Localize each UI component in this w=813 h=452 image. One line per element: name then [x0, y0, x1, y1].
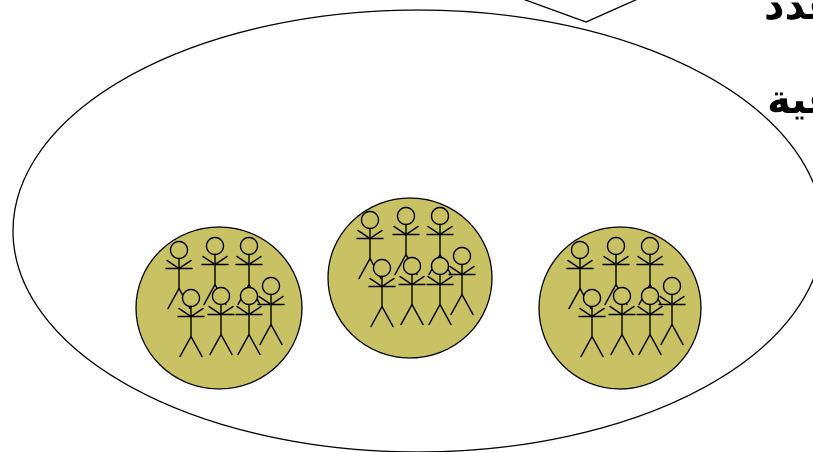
groups-layer: [136, 198, 701, 389]
callout-pointer: [520, 0, 640, 22]
text-line-2: عية: [767, 80, 813, 120]
group-center: [328, 198, 492, 358]
text-line-1: عدد: [764, 0, 813, 26]
group-left: [136, 227, 302, 389]
group-right: [539, 227, 701, 389]
